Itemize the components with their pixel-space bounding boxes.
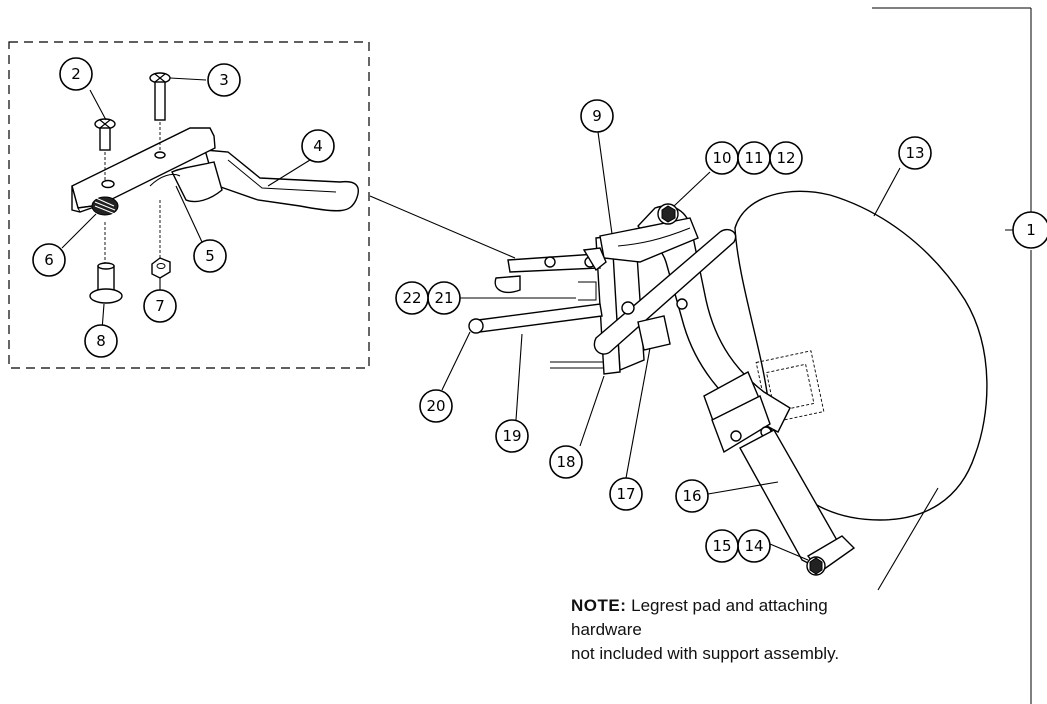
barrel-nut-8 [89,222,123,304]
svg-text:22: 22 [402,289,421,307]
end-nut [806,556,826,576]
callout-15: 15 [705,529,739,563]
callout-3: 3 [207,63,241,97]
note-line-1: Legrest pad and attaching hardware [571,596,828,639]
svg-text:21: 21 [434,289,453,307]
callout-10: 10 [705,141,739,175]
callout-21: 21 [427,281,461,315]
note-label: NOTE: [571,596,627,615]
callout-5: 5 [193,239,227,273]
svg-text:20: 20 [426,397,445,415]
callout-1: 1 [1012,211,1047,249]
callout-4: 4 [301,129,335,163]
detail-leader [369,195,516,259]
svg-text:4: 4 [313,137,323,155]
callout-19: 19 [495,419,529,453]
svg-text:13: 13 [905,144,924,162]
callout-12: 12 [769,141,803,175]
callout-18: 18 [549,445,583,479]
svg-text:5: 5 [205,247,215,265]
callout-20: 20 [419,389,453,423]
svg-text:1: 1 [1026,221,1036,239]
svg-text:6: 6 [44,251,54,269]
callout-7: 7 [143,289,177,323]
svg-text:18: 18 [556,453,575,471]
svg-text:17: 17 [616,485,635,503]
callout-13: 13 [898,136,932,170]
screw-3 [149,72,171,150]
callout-22: 22 [395,281,429,315]
svg-text:7: 7 [155,297,165,315]
pivot-bolt [657,203,679,225]
svg-text:8: 8 [96,332,106,350]
callout-8: 8 [84,324,118,358]
legrest-support-assembly [468,190,988,576]
callout-6: 6 [32,243,66,277]
svg-text:9: 9 [592,107,602,125]
detail-box [8,41,370,369]
screw-2 [94,118,116,180]
callout-14: 14 [737,529,771,563]
handle-bracket-detail [71,72,359,304]
svg-text:14: 14 [744,537,763,555]
note-line-2: not included with support assembly. [571,644,840,663]
callout-9: 9 [580,99,614,133]
svg-text:2: 2 [71,65,81,83]
leader-lines [61,77,1031,591]
svg-text:10: 10 [712,149,731,167]
svg-text:16: 16 [682,487,701,505]
svg-text:3: 3 [219,71,229,89]
svg-text:15: 15 [712,537,731,555]
svg-text:11: 11 [744,149,763,167]
callout-2: 2 [59,57,93,91]
svg-text:19: 19 [502,427,521,445]
callout-16: 16 [675,479,709,513]
callout-11: 11 [737,141,771,175]
callout-17: 17 [609,477,643,511]
assembly-bracket-line [872,7,1032,704]
spring-coil [91,196,119,216]
assembly-note: NOTE: Legrest pad and attaching hardware… [571,594,901,666]
nut-7 [151,200,171,279]
svg-text:12: 12 [776,149,795,167]
